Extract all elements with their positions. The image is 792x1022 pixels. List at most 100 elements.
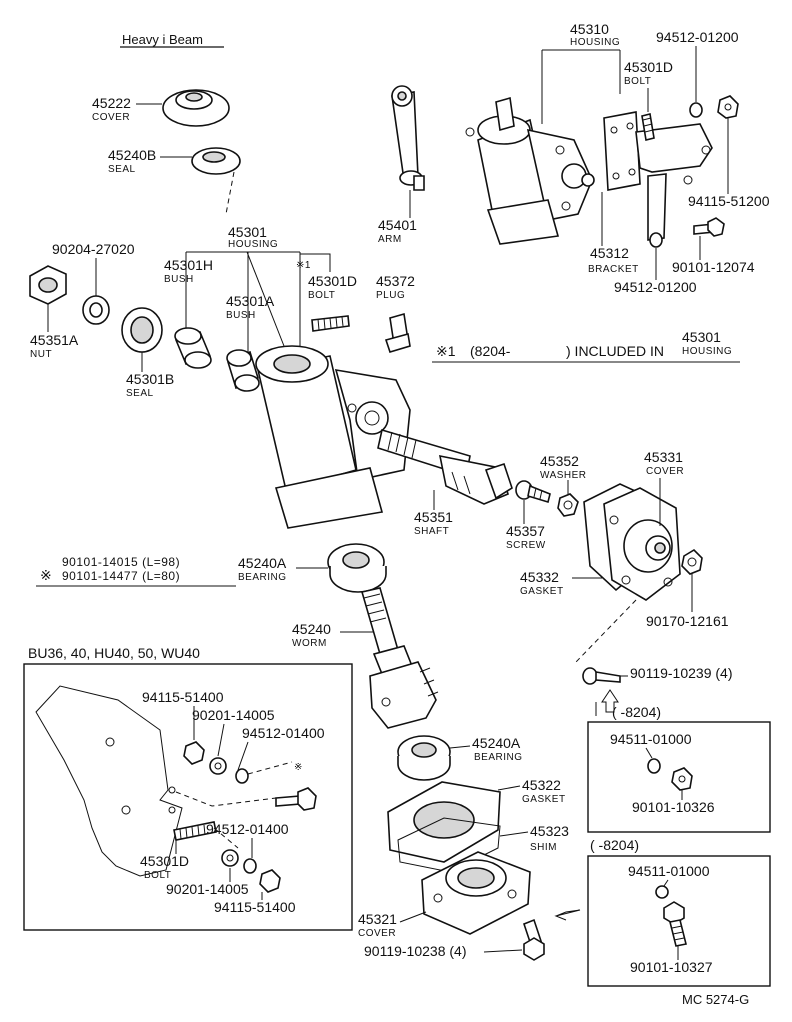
plug-45372-name: PLUG bbox=[376, 290, 405, 301]
washer-94512-lower-pn: 94512-01200 bbox=[614, 279, 697, 295]
included-note-ref-pn: 45301 bbox=[682, 329, 721, 345]
cover-45331-part bbox=[603, 487, 681, 601]
inset-frame-outline bbox=[35, 685, 183, 877]
bolt-45301d-upper-name: BOLT bbox=[624, 76, 651, 87]
box1-frame bbox=[587, 721, 771, 833]
cover-45321-part bbox=[421, 851, 531, 935]
gasket-45322-part bbox=[387, 781, 501, 863]
seal-45301b-part bbox=[121, 307, 163, 353]
box2-frame bbox=[587, 855, 771, 987]
screw-45357-name: SCREW bbox=[506, 540, 546, 551]
seal-45240b-part bbox=[191, 147, 241, 175]
inset-nut-lower-pn: 94115-51400 bbox=[214, 899, 296, 915]
bush-45301h-part bbox=[174, 327, 212, 369]
cover-45222-name: COVER bbox=[92, 112, 130, 123]
bolt-90119-10239-part bbox=[582, 667, 621, 685]
washer-45352-part bbox=[557, 493, 579, 517]
bolt-note-line2: 90101-14477 (L=80) bbox=[62, 569, 180, 583]
seal-45240b-name: SEAL bbox=[108, 164, 136, 175]
box1-washer-part bbox=[647, 758, 661, 774]
cover-45321-name: COVER bbox=[358, 928, 396, 939]
cover-45222-part bbox=[162, 89, 230, 127]
box1-pn1: 94511-01000 bbox=[610, 731, 692, 747]
nut-90170-part bbox=[681, 548, 703, 575]
inset-lockwasher-lower-part bbox=[243, 858, 257, 874]
bolt-45301d-name: BOLT bbox=[308, 290, 335, 301]
inset-frame bbox=[23, 663, 353, 931]
nut-94115-pn: 94115-51200 bbox=[688, 193, 770, 209]
bolt-45301d-part bbox=[311, 315, 350, 332]
washer-45352-name: WASHER bbox=[540, 470, 587, 481]
cover-45222-pn: 45222 bbox=[92, 95, 131, 111]
shim-45323-pn: 45323 bbox=[530, 823, 569, 839]
bolt-45301d-upper-pn: 45301D bbox=[624, 59, 673, 75]
bolt-45301d-upper-part bbox=[641, 113, 655, 141]
inset-washer-lower-pn: 90201-14005 bbox=[166, 881, 249, 897]
seal-45301b-name: SEAL bbox=[126, 388, 154, 399]
inset-washer-upper-part bbox=[209, 757, 227, 775]
housing-45310-pn: 45310 bbox=[570, 21, 609, 37]
included-note-mark: ※1 bbox=[436, 343, 456, 359]
inset-nut-upper-pn: 94115-51400 bbox=[142, 689, 224, 705]
bearing-45240a-lower-pn: 45240A bbox=[472, 735, 521, 751]
washer-94512-lower-part bbox=[649, 232, 663, 248]
box1-nut-part bbox=[671, 767, 693, 791]
bolt-90119-10238-pn: 90119-10238 (4) bbox=[364, 943, 466, 959]
box1-pn2: 90101-10326 bbox=[632, 799, 715, 815]
nut-45351a-pn: 45351A bbox=[30, 332, 79, 348]
bearing-45240a-upper-pn: 45240A bbox=[238, 555, 287, 571]
bolt-45301d-mark: ※1 bbox=[296, 260, 311, 271]
inset-bolt-upper-part bbox=[275, 787, 317, 811]
cover-45331-name: COVER bbox=[646, 466, 684, 477]
inset-lockwasher-lower-pn: 94512-01400 bbox=[206, 821, 289, 837]
washer-90204-part bbox=[82, 295, 110, 325]
bolt-90101-12074-pn: 90101-12074 bbox=[672, 259, 755, 275]
inset-washer-upper-pn: 90201-14005 bbox=[192, 707, 275, 723]
housing-45301-part bbox=[255, 345, 411, 529]
nut-90170-pn: 90170-12161 bbox=[646, 613, 729, 629]
housing-45301-pn: 45301 bbox=[228, 224, 267, 240]
inset-lockwasher-upper-pn: 94512-01400 bbox=[242, 725, 325, 741]
bush-45301a-name: BUSH bbox=[226, 310, 256, 321]
box2-range: ( -8204) bbox=[590, 837, 639, 853]
bracket-45312-name: BRACKET bbox=[588, 264, 639, 275]
cover-45331-pn: 45331 bbox=[644, 449, 683, 465]
cover-45321-pn: 45321 bbox=[358, 911, 397, 927]
bush-45301a-pn: 45301A bbox=[226, 293, 275, 309]
worm-45240-name: WORM bbox=[292, 638, 327, 649]
worm-45240-pn: 45240 bbox=[292, 621, 331, 637]
nut-45351a-part bbox=[29, 265, 67, 305]
seal-45240b-pn: 45240B bbox=[108, 147, 156, 163]
included-note-ref-name: HOUSING bbox=[682, 346, 732, 357]
housing-45310-part bbox=[465, 96, 595, 245]
shaft-45351-part bbox=[377, 428, 513, 505]
arm-45401-pn: 45401 bbox=[378, 217, 417, 233]
inset-lockwasher-upper-part bbox=[235, 768, 249, 784]
washer-45352-pn: 45352 bbox=[540, 453, 579, 469]
seal-45301b-pn: 45301B bbox=[126, 371, 174, 387]
box1-range: ( -8204) bbox=[612, 704, 661, 720]
gasket-45332-name: GASKET bbox=[520, 586, 564, 597]
shaft-45351-pn: 45351 bbox=[414, 509, 453, 525]
inset-bolt-mark: ※ bbox=[294, 762, 303, 773]
bracket-45312-pn: 45312 bbox=[590, 245, 629, 261]
gasket-45322-pn: 45322 bbox=[522, 777, 561, 793]
nut-94115-part bbox=[717, 95, 739, 119]
screw-45357-part bbox=[515, 480, 551, 504]
bolt-note-line1: 90101-14015 (L=98) bbox=[62, 555, 180, 569]
gasket-45332-pn: 45332 bbox=[520, 569, 559, 585]
bolt-90119-10238-part bbox=[523, 918, 545, 961]
bearing-45240a-upper-name: BEARING bbox=[238, 572, 287, 583]
bolt-90119-10239-pn: 90119-10239 (4) bbox=[630, 665, 732, 681]
housing-45310-name: HOUSING bbox=[570, 37, 620, 48]
bush-45301h-name: BUSH bbox=[164, 274, 194, 285]
bolt-note-mark: ※ bbox=[40, 567, 52, 583]
box2-bolt-part bbox=[663, 901, 687, 947]
inset-title: BU36, 40, HU40, 50, WU40 bbox=[28, 645, 200, 661]
box2-pn1: 94511-01000 bbox=[628, 863, 710, 879]
inset-nut-upper-part bbox=[183, 741, 205, 765]
box2-washer-part bbox=[655, 885, 669, 899]
plug-45372-pn: 45372 bbox=[376, 273, 415, 289]
included-note-text: (8204- bbox=[470, 343, 511, 359]
inset-washer-lower-part bbox=[221, 849, 239, 867]
